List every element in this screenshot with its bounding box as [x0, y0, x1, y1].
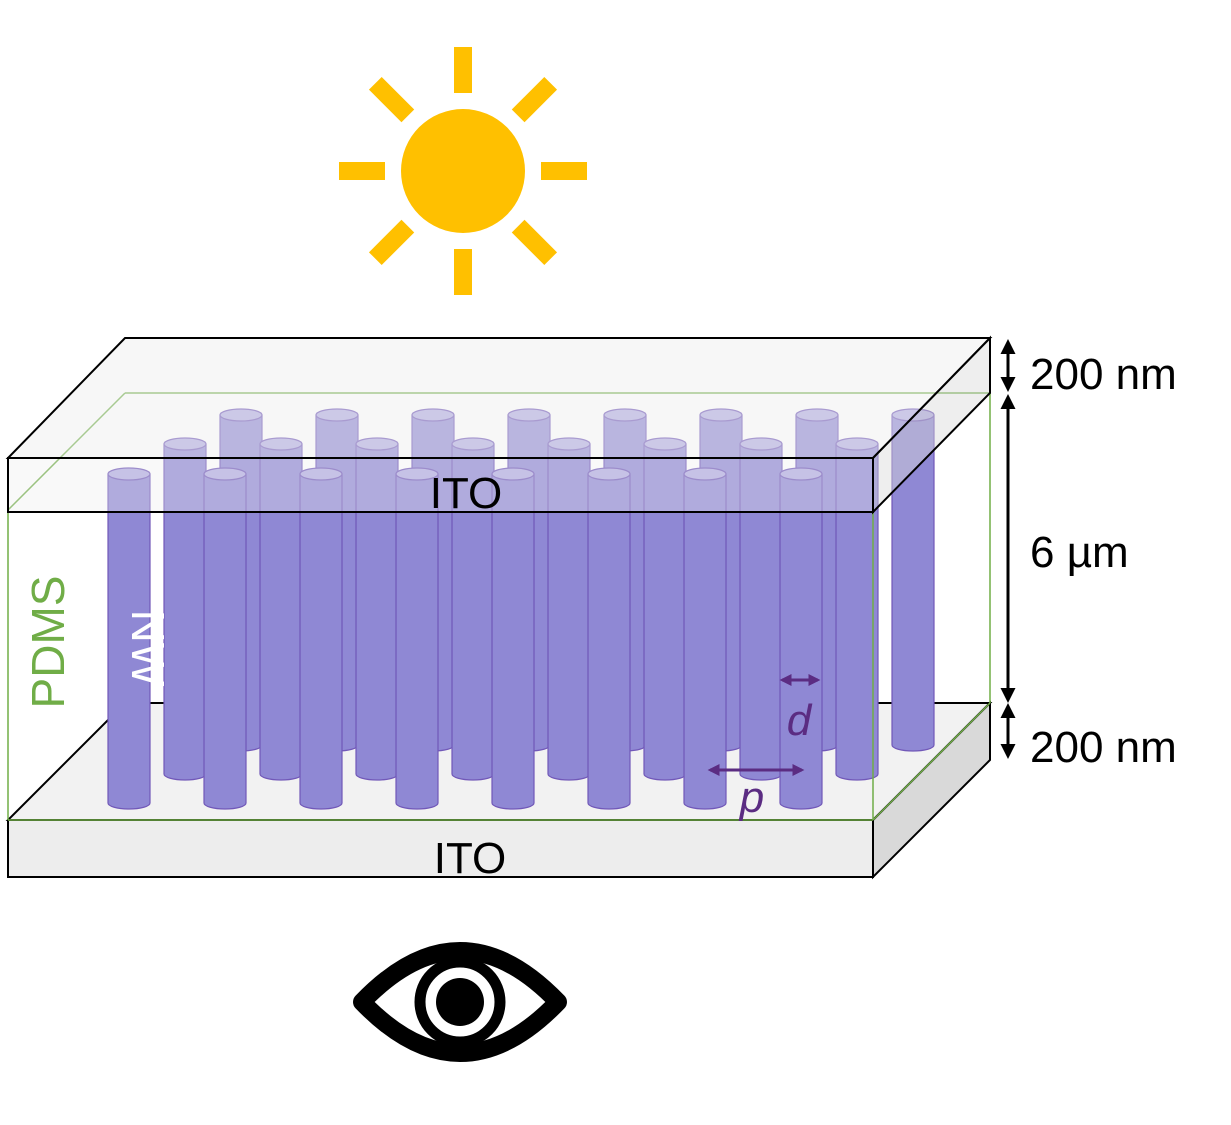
thickness-dimensions: 200 nm 6 µm 200 nm [1000, 339, 1177, 772]
nanowire [683, 467, 727, 810]
nanowire [299, 467, 343, 810]
sun-ray [511, 76, 558, 123]
nanowire [395, 467, 439, 810]
pitch-label: p [738, 773, 764, 822]
top-ito-front-face [7, 457, 874, 513]
nanowire [163, 437, 207, 781]
sun-ray [511, 219, 558, 266]
sun-ray [368, 219, 415, 266]
nanowire-label: NW [122, 610, 174, 687]
diameter-label: d [787, 696, 813, 745]
nanowire [643, 437, 687, 781]
eye-icon [353, 942, 567, 1062]
nanowire [891, 408, 935, 752]
bottom-ito-label: ITO [434, 834, 507, 883]
nanowire [779, 467, 823, 810]
diameter-annotation: d [779, 674, 821, 745]
nanowire [491, 467, 535, 810]
matrix-thickness-label: 6 µm [1030, 528, 1129, 577]
nanowire [587, 467, 631, 810]
top-ito-layer [5, 335, 993, 515]
top-ito-top-face [5, 337, 993, 459]
sun-ray [368, 76, 415, 123]
pdms-label: PDMS [22, 576, 74, 709]
bottom-thickness-label: 200 nm [1030, 723, 1177, 772]
nanowire [107, 467, 151, 810]
pdms-box [7, 392, 991, 821]
nanowire [835, 437, 879, 781]
sun-disc [401, 109, 525, 233]
nanowire [203, 467, 247, 810]
sun-icon [339, 47, 587, 295]
top-ito-label: ITO [430, 469, 503, 518]
nanowire-array [107, 408, 935, 810]
pitch-annotation: p [707, 764, 805, 822]
top-thickness-label: 200 nm [1030, 350, 1177, 399]
